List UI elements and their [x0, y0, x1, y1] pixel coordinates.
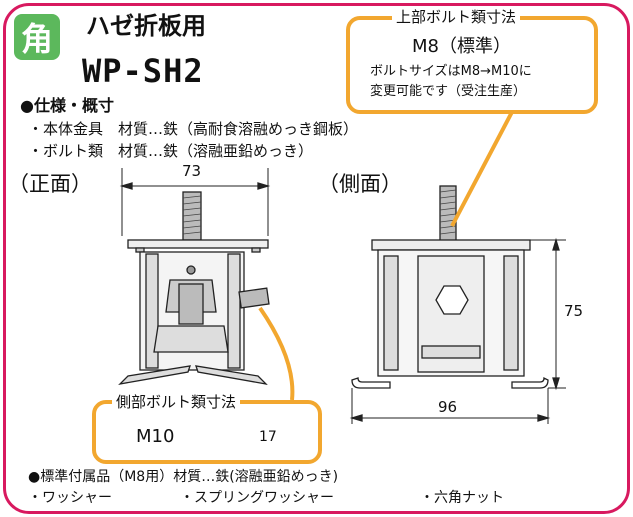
callout-leaders [258, 111, 514, 401]
top-bolt-callout-title: 上部ボルト類寸法 [392, 6, 521, 27]
accessories-heading: ●標準付属品（M8用）材質…鉄(溶融亜鉛めっき) [28, 469, 339, 485]
side-view-drawing [349, 185, 566, 424]
shape-badge: 角 [14, 14, 60, 60]
side-width-dimension: 96 [438, 398, 458, 416]
accessory-washer: ・ワッシャー [28, 490, 112, 506]
top-bolt-note-line2: 変更可能です（受注生産） [370, 84, 527, 99]
product-category-title: ハゼ折板用 [86, 12, 206, 40]
front-view-drawing [118, 168, 271, 385]
side-height-dimension: 75 [564, 302, 584, 320]
accessory-hex-nut: ・六角ナット [420, 490, 504, 506]
side-bolt-size: M10 [136, 426, 175, 447]
hex-nut-width: 17 [259, 429, 277, 445]
spec-bolt-material: ・ボルト類 材質…鉄（溶融亜鉛めっき） [28, 142, 314, 160]
top-bolt-callout [346, 16, 598, 114]
accessory-spring-washer: ・スプリングワッシャー [180, 490, 334, 506]
model-number: WP-SH2 [82, 52, 204, 90]
spec-heading: ●仕様・概寸 [20, 96, 114, 115]
side-view-label: （側面） [318, 172, 402, 196]
spec-body-material: ・本体金具 材質…鉄（高耐食溶融めっき鋼板） [28, 120, 359, 138]
front-view-label: （正面） [8, 172, 92, 196]
side-bolt-callout-title: 側部ボルト類寸法 [112, 391, 241, 412]
top-bolt-size: M8（標準） [412, 36, 511, 57]
front-width-dimension: 73 [182, 162, 202, 180]
top-bolt-note-line1: ボルトサイズはM8→M10に [370, 64, 532, 79]
